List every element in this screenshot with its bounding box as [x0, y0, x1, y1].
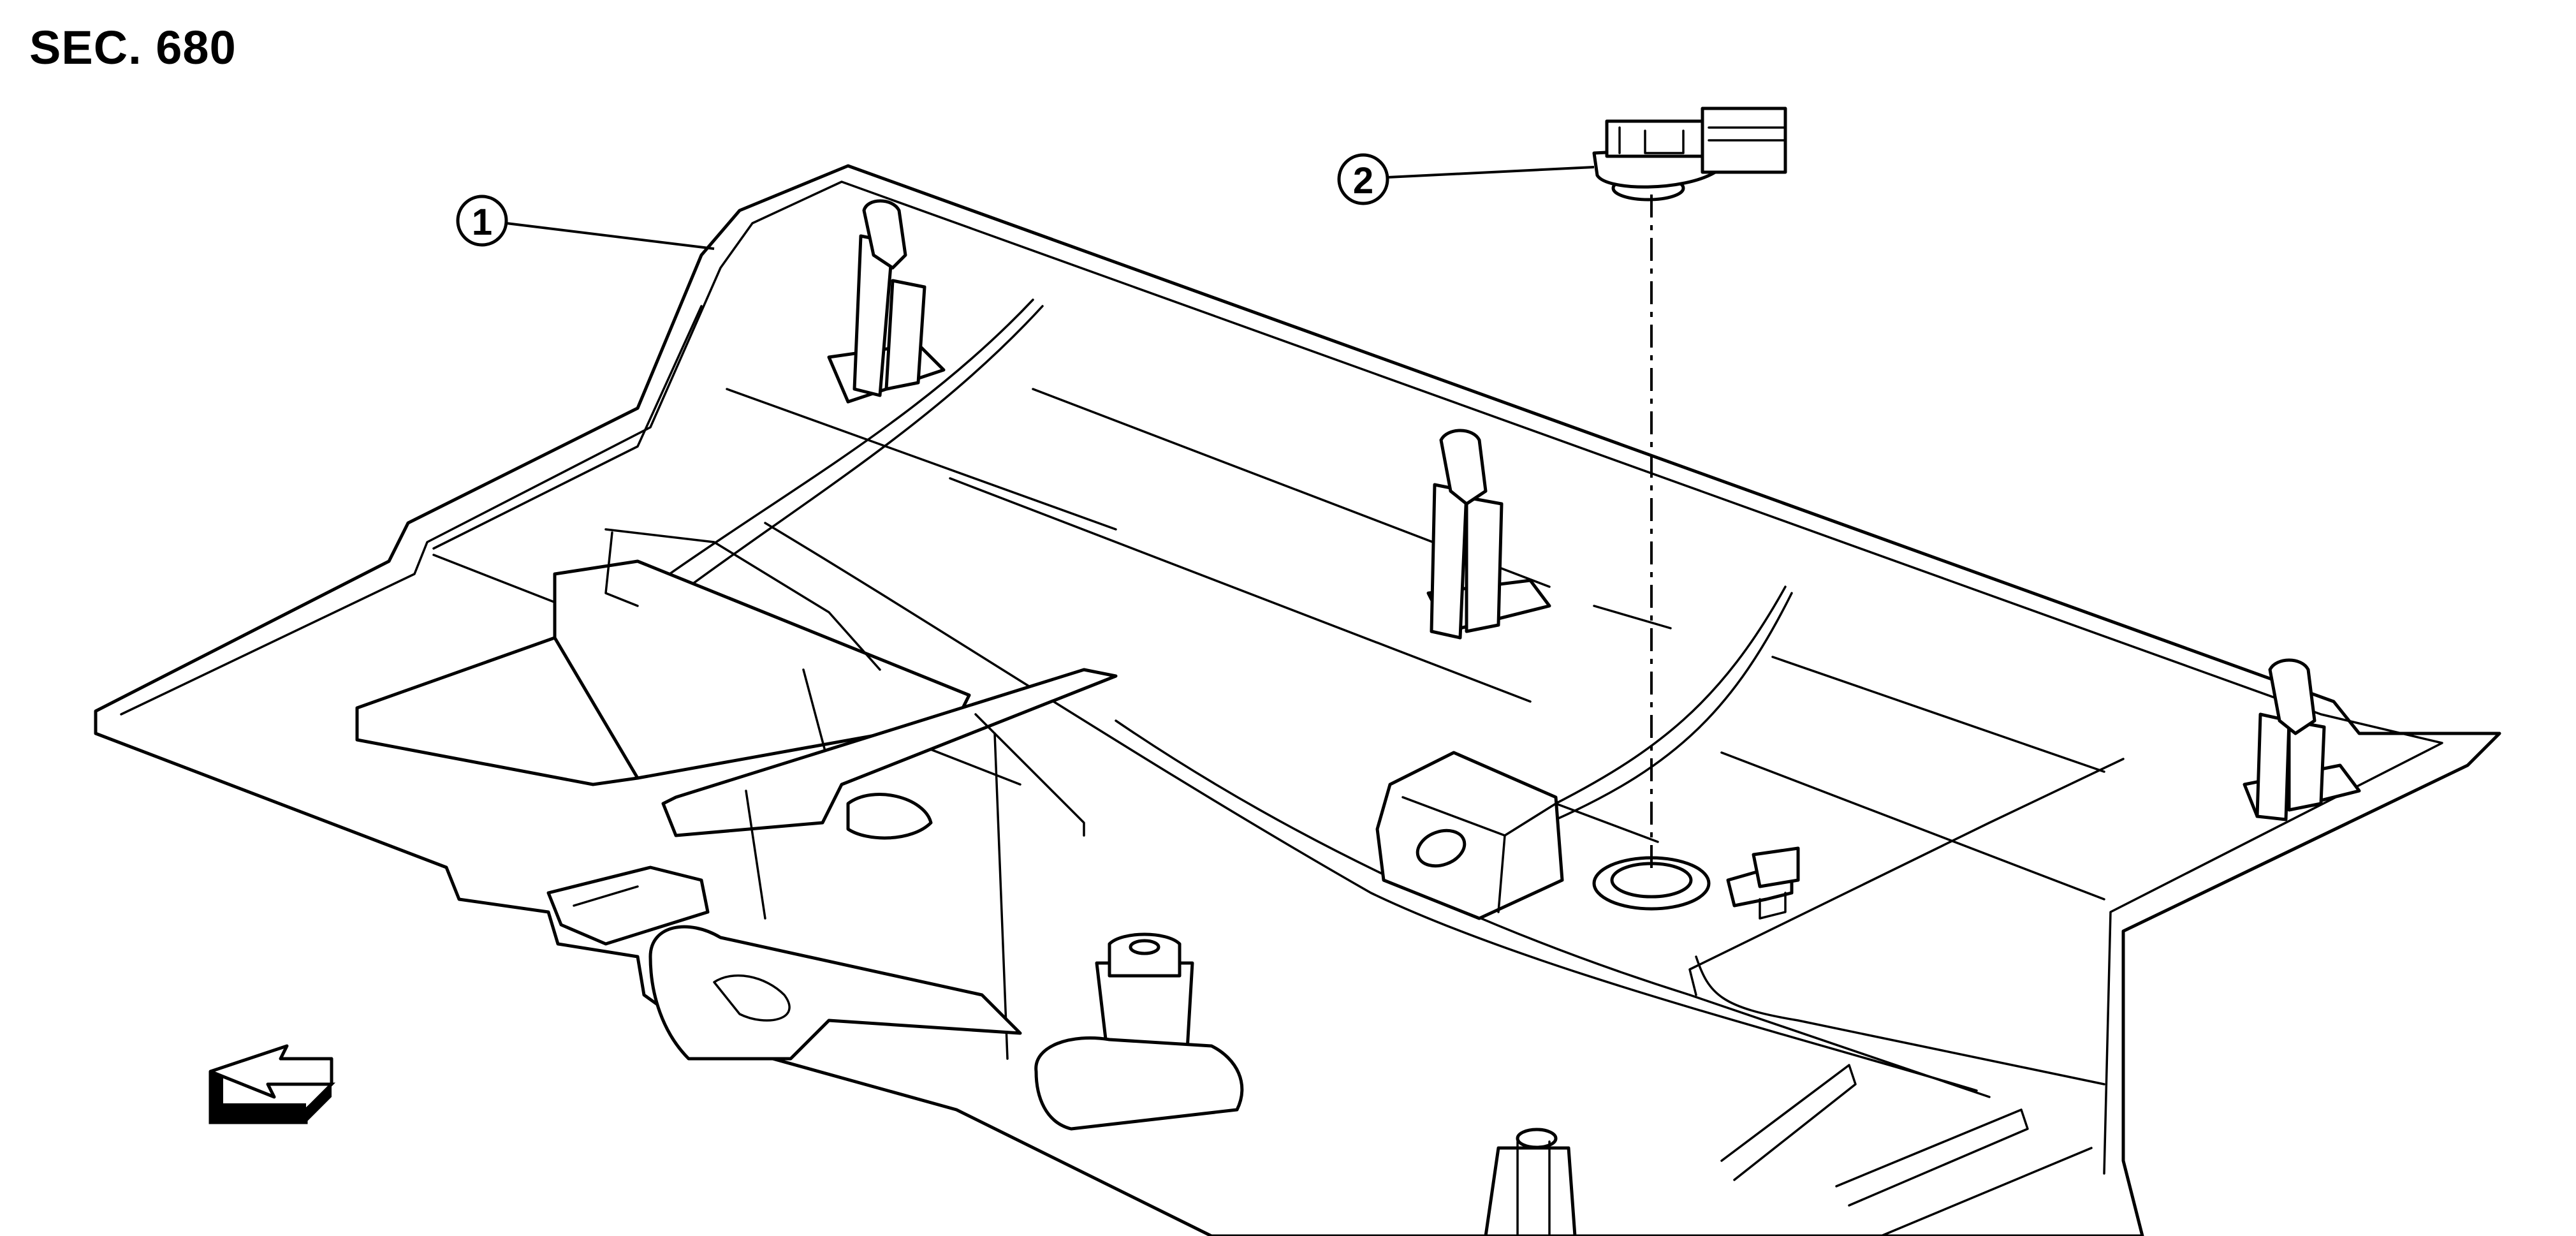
connector-switch [1592, 107, 1787, 202]
panel-clip-center [1426, 429, 1551, 640]
center-lever-assembly [546, 668, 1577, 1236]
small-retainer-clip [1726, 846, 1800, 920]
left-raised-block [355, 528, 971, 786]
callout-2: 2 [1337, 153, 1595, 205]
callout-2-label: 2 [1353, 160, 1373, 202]
front-arrow-icon [209, 1044, 336, 1124]
switch-housing-boss [1375, 751, 1564, 920]
section-code: SEC. 680 [29, 21, 237, 74]
callout-1-label: 1 [472, 202, 492, 243]
callout-1: 1 [456, 195, 715, 250]
panel-clip-right [2243, 658, 2361, 821]
panel-clip-left [827, 199, 946, 404]
